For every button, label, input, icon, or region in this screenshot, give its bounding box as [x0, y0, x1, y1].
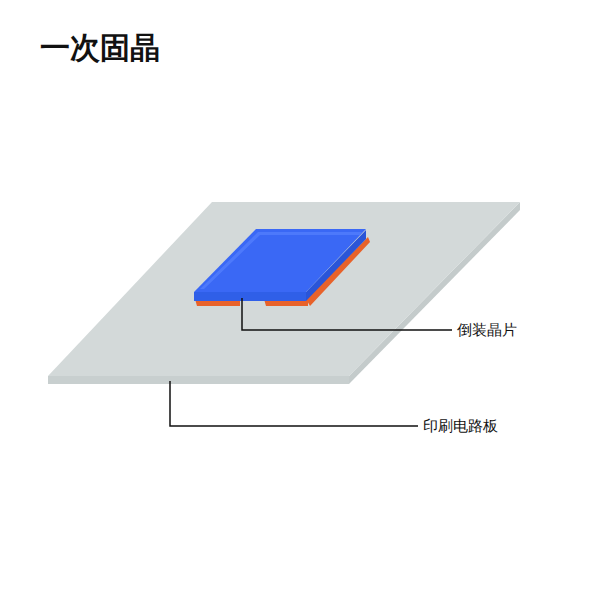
flip-chip [194, 229, 366, 292]
pcb-board [48, 202, 520, 376]
diagram-title: 一次固晶 [40, 30, 160, 66]
part-label: 印刷电路板 [423, 417, 498, 435]
leader-line [170, 381, 418, 426]
chip-highlight [200, 232, 362, 289]
board-front [48, 376, 349, 384]
chip-front [194, 292, 306, 301]
leader-line [242, 298, 452, 330]
part-label: 倒装晶片 [457, 321, 517, 339]
